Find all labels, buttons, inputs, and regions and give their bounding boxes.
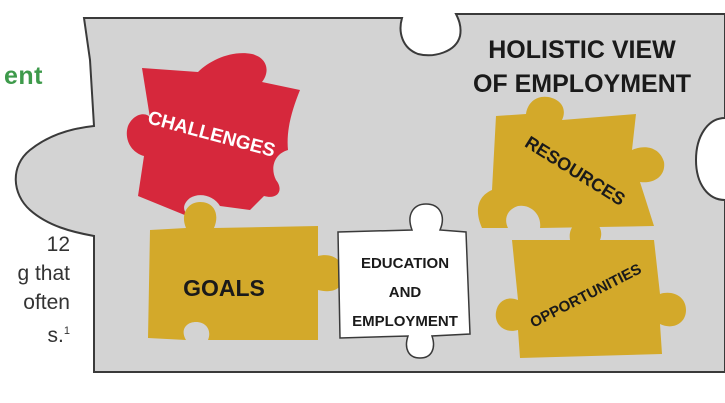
opportunities-piece [495,220,686,358]
education-piece [337,203,471,359]
education-label-line1: EDUCATION [361,255,449,272]
side-heading: ent [4,62,43,90]
side-body-line: s.1 [47,324,70,347]
side-body-line: 12 [46,233,70,256]
resources-piece [477,96,665,228]
challenges-piece [126,53,300,218]
goals-label: GOALS [183,275,265,301]
diagram-title-line1: HOLISTIC VIEW [488,36,676,64]
side-body-line: often [23,291,70,314]
footnote-marker: 1 [63,325,70,337]
education-label-line2: AND [389,284,422,301]
side-body-text: 12 g that often s.1 [0,230,70,350]
side-body-line: g that [17,262,70,285]
education-label-line3: EMPLOYMENT [352,313,458,330]
goals-piece [148,202,344,340]
diagram-title-line2: OF EMPLOYMENT [473,70,691,98]
